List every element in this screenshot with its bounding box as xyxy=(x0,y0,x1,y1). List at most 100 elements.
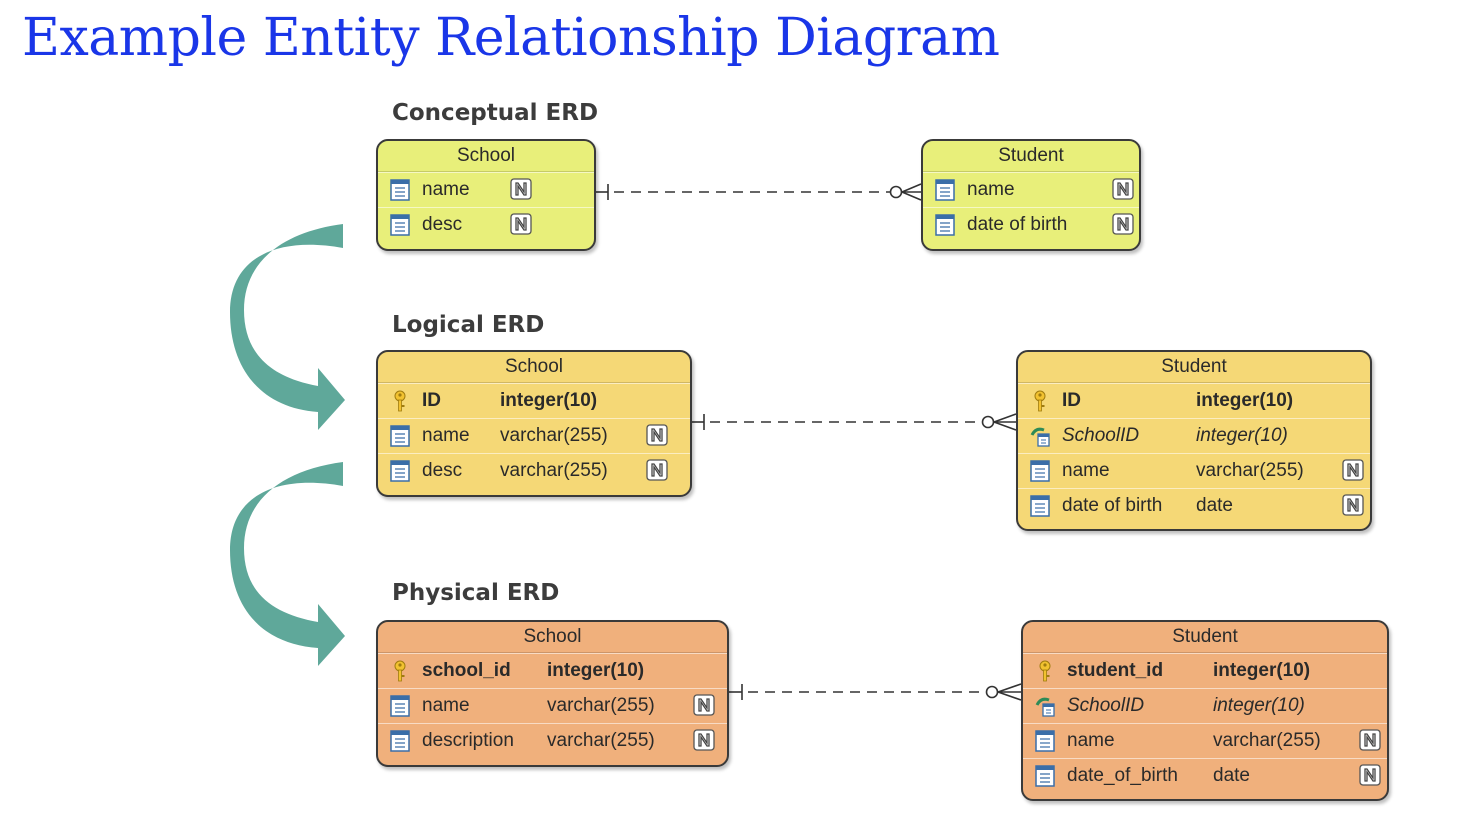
column-type: integer(10) xyxy=(1213,660,1311,681)
column-row[interactable]: description varchar(255) xyxy=(378,723,727,758)
column-icon xyxy=(935,179,955,201)
column-icon xyxy=(390,214,410,236)
nullable-icon xyxy=(1359,729,1381,751)
column-row[interactable]: date of birth xyxy=(923,207,1139,242)
column-name: desc xyxy=(422,460,463,481)
column-type: varchar(255) xyxy=(1196,460,1304,481)
column-type: integer(10) xyxy=(1196,390,1294,411)
column-row[interactable]: student_id integer(10) xyxy=(1023,653,1387,688)
key-icon xyxy=(1035,660,1055,682)
column-icon xyxy=(390,460,410,482)
nullable-icon xyxy=(646,459,668,481)
column-icon xyxy=(1030,460,1050,482)
column-name: ID xyxy=(1062,390,1081,411)
column-name: SchoolID xyxy=(1062,425,1140,446)
nullable-icon xyxy=(1359,764,1381,786)
column-type: date xyxy=(1196,495,1233,516)
column-row[interactable]: name varchar(255) xyxy=(378,418,690,453)
column-row[interactable]: date of birth date xyxy=(1018,488,1370,523)
column-row[interactable]: SchoolID integer(10) xyxy=(1023,688,1387,723)
column-type: date xyxy=(1213,765,1250,786)
column-type: varchar(255) xyxy=(500,425,608,446)
column-name: name xyxy=(422,179,470,200)
column-row[interactable]: name varchar(255) xyxy=(1018,453,1370,488)
column-type: integer(10) xyxy=(547,660,645,681)
relationship-conceptual xyxy=(595,183,922,201)
nullable-icon xyxy=(693,729,715,751)
nullable-icon xyxy=(510,213,532,235)
column-type: varchar(255) xyxy=(500,460,608,481)
column-icon xyxy=(1035,730,1055,752)
column-row[interactable]: ID integer(10) xyxy=(378,383,690,418)
column-name: school_id xyxy=(422,660,511,681)
column-row[interactable]: name xyxy=(923,172,1139,207)
relationship-logical xyxy=(690,413,1017,431)
nullable-icon xyxy=(1112,213,1134,235)
foreign-key-icon xyxy=(1030,425,1050,447)
column-row[interactable]: name varchar(255) xyxy=(378,688,727,723)
column-icon xyxy=(935,214,955,236)
column-name: date_of_birth xyxy=(1067,765,1178,786)
conceptual-school-entity[interactable]: School name desc xyxy=(376,139,596,251)
column-row[interactable]: desc varchar(255) xyxy=(378,453,690,488)
column-name: date of birth xyxy=(1062,495,1163,516)
column-name: desc xyxy=(422,214,463,235)
column-name: SchoolID xyxy=(1067,695,1145,716)
column-name: name xyxy=(1067,730,1115,751)
key-icon xyxy=(390,390,410,412)
column-type: integer(10) xyxy=(1213,695,1305,716)
column-icon xyxy=(390,730,410,752)
nullable-icon xyxy=(646,424,668,446)
conceptual-erd-label: Conceptual ERD xyxy=(392,100,599,126)
entity-title: School xyxy=(378,141,594,172)
nullable-icon xyxy=(1342,494,1364,516)
column-name: date of birth xyxy=(967,214,1068,235)
entity-title: Student xyxy=(1023,622,1387,653)
column-type: varchar(255) xyxy=(547,730,655,751)
column-type: varchar(255) xyxy=(547,695,655,716)
column-icon xyxy=(390,425,410,447)
column-row[interactable]: school_id integer(10) xyxy=(378,653,727,688)
foreign-key-icon xyxy=(1035,695,1055,717)
physical-erd-label: Physical ERD xyxy=(392,580,560,606)
nullable-icon xyxy=(1342,459,1364,481)
column-icon xyxy=(1035,765,1055,787)
column-type: varchar(255) xyxy=(1213,730,1321,751)
column-name: name xyxy=(422,425,470,446)
column-type: integer(10) xyxy=(1196,425,1288,446)
column-row[interactable]: SchoolID integer(10) xyxy=(1018,418,1370,453)
nullable-icon xyxy=(693,694,715,716)
entity-title: Student xyxy=(1018,352,1370,383)
nullable-icon xyxy=(1112,178,1134,200)
column-row[interactable]: name xyxy=(378,172,594,207)
column-name: student_id xyxy=(1067,660,1164,681)
nullable-icon xyxy=(510,178,532,200)
column-icon xyxy=(390,695,410,717)
physical-student-entity[interactable]: Student student_id integer(10) SchoolID … xyxy=(1021,620,1389,801)
physical-school-entity[interactable]: School school_id integer(10) name varcha… xyxy=(376,620,729,767)
entity-title: School xyxy=(378,352,690,383)
column-row[interactable]: desc xyxy=(378,207,594,242)
column-icon xyxy=(1030,495,1050,517)
column-name: description xyxy=(422,730,514,751)
column-name: name xyxy=(1062,460,1110,481)
column-row[interactable]: ID integer(10) xyxy=(1018,383,1370,418)
relationship-physical xyxy=(727,683,1022,701)
logical-school-entity[interactable]: School ID integer(10) name varchar(255) … xyxy=(376,350,692,497)
key-icon xyxy=(390,660,410,682)
key-icon xyxy=(1030,390,1050,412)
transition-arrow-conceptual-to-logical xyxy=(230,224,345,430)
column-name: name xyxy=(967,179,1015,200)
column-type: integer(10) xyxy=(500,390,598,411)
column-name: name xyxy=(422,695,470,716)
page-title: Example Entity Relationship Diagram xyxy=(22,8,1000,68)
column-name: ID xyxy=(422,390,441,411)
logical-student-entity[interactable]: Student ID integer(10) SchoolID integer(… xyxy=(1016,350,1372,531)
transition-arrow-logical-to-physical xyxy=(230,462,345,666)
column-row[interactable]: name varchar(255) xyxy=(1023,723,1387,758)
entity-title: School xyxy=(378,622,727,653)
conceptual-student-entity[interactable]: Student name date of birth xyxy=(921,139,1141,251)
column-row[interactable]: date_of_birth date xyxy=(1023,758,1387,793)
logical-erd-label: Logical ERD xyxy=(392,312,545,338)
